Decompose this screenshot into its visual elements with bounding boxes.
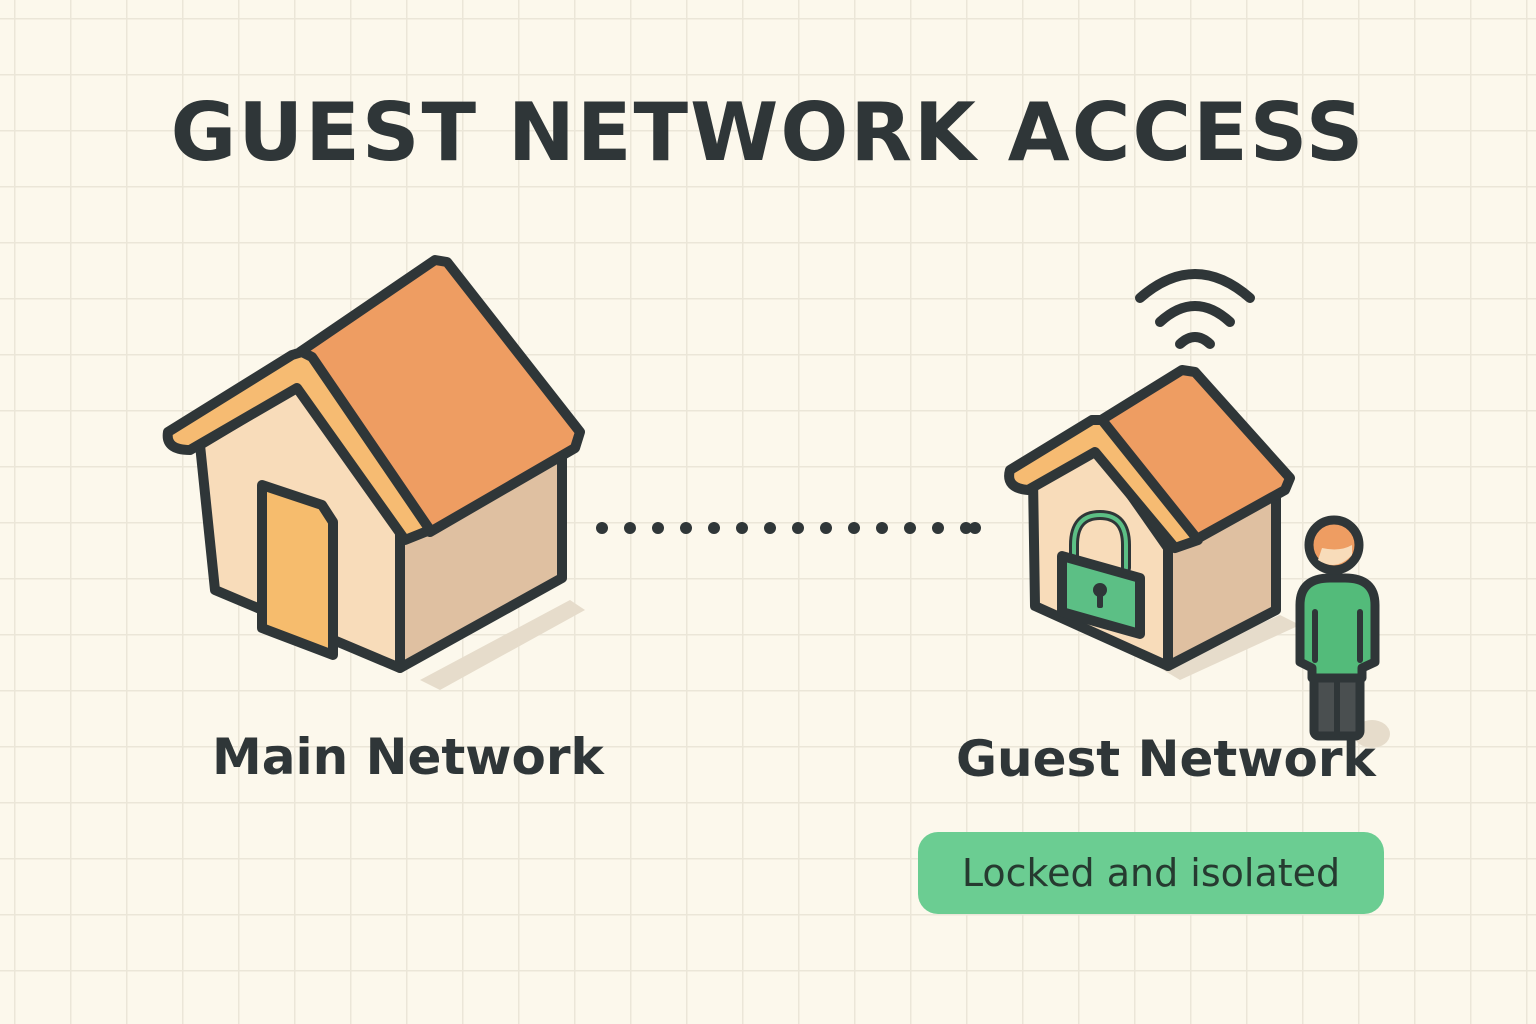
- guest-house-eave: [1004, 415, 1203, 553]
- lock-icon: [1057, 510, 1145, 639]
- main-house-icon: [162, 255, 585, 690]
- connection-dots: [596, 522, 981, 534]
- status-badge: Locked and isolated: [918, 832, 1384, 914]
- main-house-door: [257, 480, 338, 660]
- guest-house-icon: [1004, 365, 1300, 680]
- page-title: GUEST NETWORK ACCESS: [170, 86, 1366, 179]
- main-house-eave: [162, 347, 435, 545]
- status-badge-text: Locked and isolated: [961, 851, 1341, 895]
- wifi-icon: [1135, 269, 1255, 349]
- main-network-label: Main Network: [212, 728, 604, 786]
- guest-network-label: Guest Network: [956, 730, 1376, 788]
- person-icon: [1295, 515, 1390, 748]
